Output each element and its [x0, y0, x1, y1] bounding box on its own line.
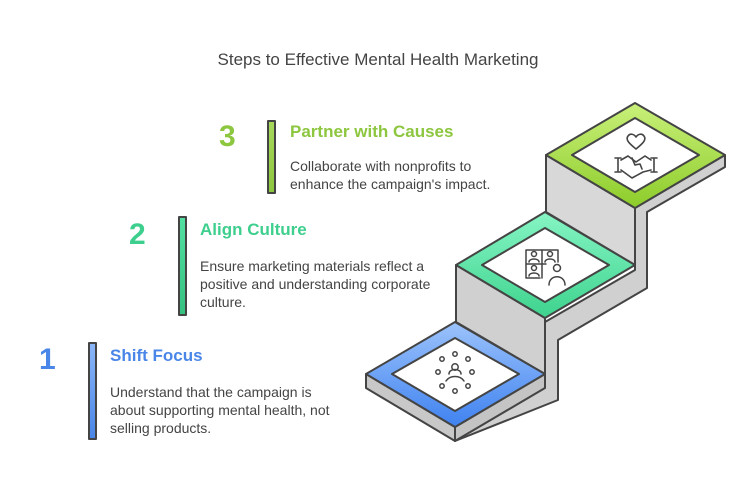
step-2-title: Align Culture [200, 220, 307, 239]
step-1-bar [88, 342, 97, 440]
step-1-title: Shift Focus [110, 346, 203, 365]
step-3-title: Partner with Causes [290, 122, 454, 141]
step-2-platform-inner [481, 227, 610, 303]
step-3-bar [267, 120, 276, 194]
step-1-description: Understand that the campaign is about su… [110, 384, 330, 436]
handshake-heart-icon [614, 133, 658, 179]
video-meeting-icon [525, 249, 566, 286]
step-1-number: 1 [39, 343, 56, 376]
step-1-platform-inner [391, 337, 520, 412]
step-3-platform-inner [571, 117, 700, 193]
step-3-number: 3 [219, 120, 236, 153]
step-2-description: Ensure marketing materials reflect a pos… [200, 258, 431, 310]
stair-right-face [454, 154, 726, 442]
step-2-number: 2 [129, 218, 146, 251]
step-3-description: Collaborate with nonprofits to enhance t… [290, 158, 491, 192]
community-circle-icon [435, 351, 475, 394]
diagram-title: Steps to Effective Mental Health Marketi… [217, 50, 539, 69]
step-2-bar [178, 216, 187, 316]
